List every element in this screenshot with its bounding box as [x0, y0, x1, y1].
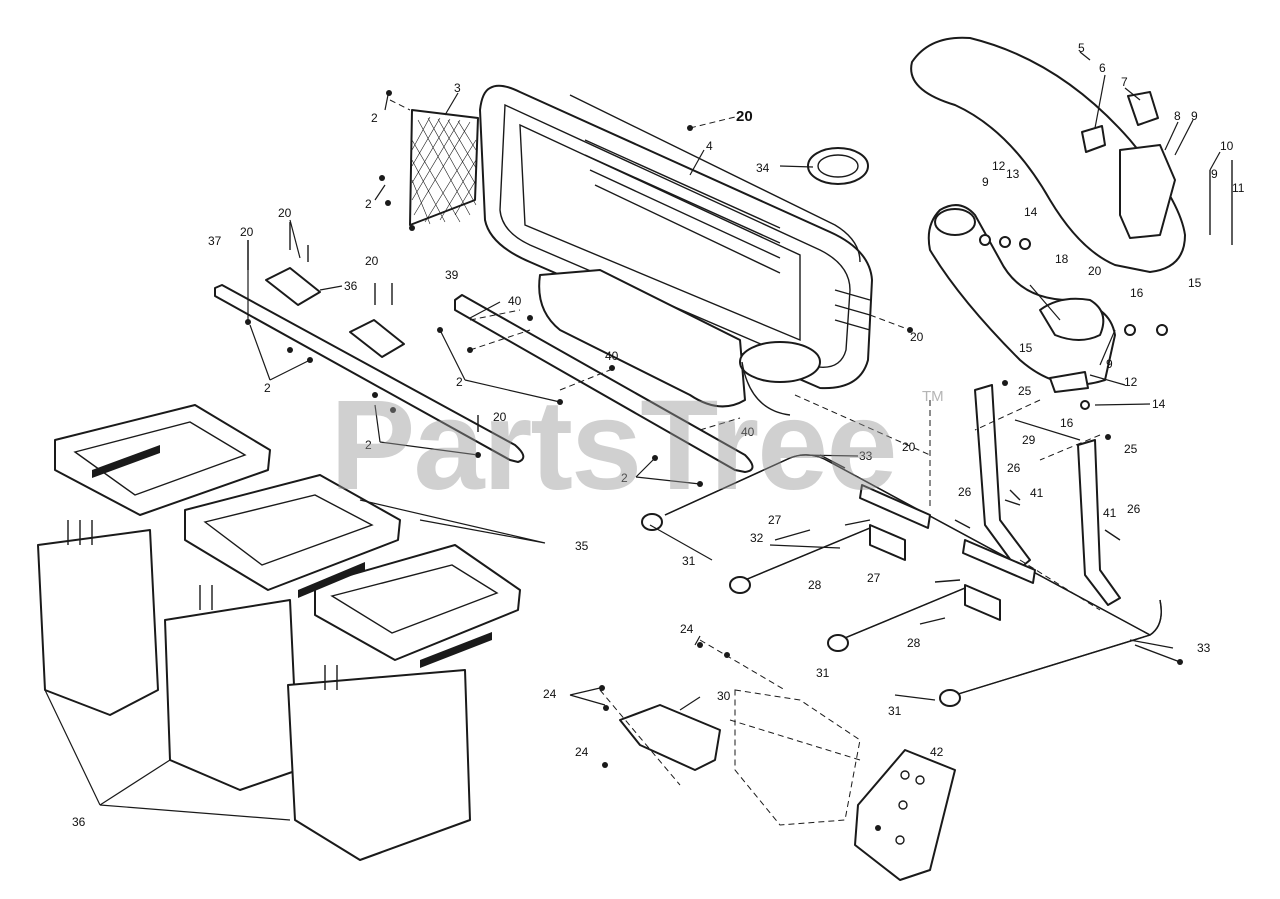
callout-label: 2	[621, 471, 628, 485]
callout-label: 14	[1152, 397, 1166, 411]
callout-label: 28	[808, 578, 822, 592]
callout-label: 32	[750, 531, 764, 545]
callout-label: 9	[1211, 167, 1218, 181]
callout-label: 20	[736, 108, 753, 125]
callout-label: 36	[344, 279, 358, 293]
bottom-plate	[454, 294, 754, 473]
callout-label: 36	[72, 815, 86, 829]
frame-tubes	[641, 454, 1162, 707]
callout-label: 40	[605, 349, 619, 363]
callout-label: 24	[680, 622, 694, 636]
chute-handle	[1081, 91, 1233, 245]
callout-label: 6	[1099, 61, 1106, 75]
callout-label: 2	[365, 438, 372, 452]
discharge-tube	[910, 36, 1186, 273]
callout-label: 16	[1130, 286, 1144, 300]
callout-label: 12	[992, 159, 1006, 173]
callout-label: 20	[365, 254, 379, 268]
callout-label: 9	[1106, 357, 1113, 371]
callout-label: 20	[493, 410, 507, 424]
callout-label: 30	[717, 689, 731, 703]
callout-label: 26	[1007, 461, 1021, 475]
callout-label: 28	[907, 636, 921, 650]
callout-label: 9	[982, 175, 989, 189]
callout-label: 3	[454, 81, 461, 95]
callout-label: 20	[902, 440, 916, 454]
assembly-lines	[389, 99, 1101, 786]
callout-label: 26	[1127, 502, 1141, 516]
callout-label: 25	[1018, 384, 1032, 398]
callout-label: 41	[1030, 486, 1044, 500]
chute-hardware	[979, 234, 1168, 410]
callout-label: 35	[575, 539, 589, 553]
support-bar	[214, 284, 525, 463]
callout-label: 41	[1103, 506, 1117, 520]
callout-label: 11	[1232, 181, 1245, 195]
callout-label: 40	[741, 425, 755, 439]
callout-label: 20	[240, 225, 254, 239]
callout-label: 39	[445, 268, 459, 282]
callout-label: 26	[958, 485, 972, 499]
bagger-hood	[479, 84, 873, 390]
callout-label: 33	[859, 449, 873, 463]
callout-labels: 2 3 2 20 4 34 5 6 7 8 9 10 9 11 12 13 9 …	[72, 41, 1245, 829]
fasteners	[245, 90, 1183, 831]
callout-label: 34	[756, 161, 770, 175]
collector-bins	[37, 404, 521, 861]
callout-label: 12	[1124, 375, 1138, 389]
callout-label: 18	[1055, 252, 1069, 266]
callout-label: 20	[278, 206, 292, 220]
grille-screen	[409, 109, 479, 226]
hinge-brackets	[265, 267, 405, 358]
chute-adapter	[538, 269, 821, 416]
callout-label: 15	[1188, 276, 1202, 290]
callout-label: 13	[1006, 167, 1020, 181]
callout-label: 24	[543, 687, 557, 701]
callout-label: 2	[456, 375, 463, 389]
callout-label: 2	[365, 197, 372, 211]
callout-label: 31	[888, 704, 902, 718]
callout-label: 4	[706, 139, 713, 153]
ring-seal	[807, 147, 869, 185]
callout-label: 8	[1174, 109, 1181, 123]
callout-label: 31	[816, 666, 830, 680]
chute-elbow	[927, 204, 1116, 386]
callout-label: 27	[768, 513, 782, 527]
callout-label: 40	[508, 294, 522, 308]
leader-lines	[44, 51, 1221, 821]
callout-label: 27	[867, 571, 881, 585]
callout-label: 31	[682, 554, 696, 568]
callout-label: 10	[1220, 139, 1234, 153]
callout-label: 20	[910, 330, 924, 344]
callout-label: 24	[575, 745, 589, 759]
callout-label: 16	[1060, 416, 1074, 430]
lower-brackets	[619, 689, 956, 881]
callout-label: 15	[1019, 341, 1033, 355]
callout-label: 14	[1024, 205, 1038, 219]
callout-label: 2	[264, 381, 271, 395]
callout-label: 7	[1121, 75, 1128, 89]
callout-label: 9	[1191, 109, 1198, 123]
mount-uprights	[974, 384, 1121, 606]
callout-label: 25	[1124, 442, 1138, 456]
callout-label: 33	[1197, 641, 1211, 655]
callout-label: 37	[208, 234, 222, 248]
callout-label: 20	[1088, 264, 1102, 278]
callout-label: 29	[1022, 433, 1036, 447]
callout-label: 5	[1078, 41, 1085, 55]
callout-label: 2	[371, 111, 378, 125]
callout-label: 42	[930, 745, 944, 759]
